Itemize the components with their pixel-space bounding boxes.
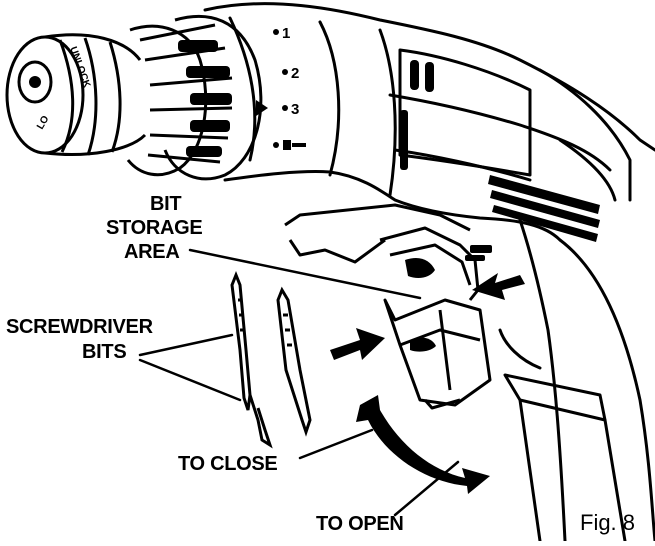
screwdriver-bit-right — [276, 286, 312, 437]
chuck-center-bore — [29, 76, 41, 88]
chuck — [5, 33, 147, 156]
clutch-pointer-icon — [256, 100, 268, 116]
bit-storage-label-line3: AREA — [124, 241, 179, 263]
clutch-grip-teeth — [178, 40, 232, 157]
to-close-leader — [298, 428, 374, 460]
bit-storage-clip — [284, 203, 492, 410]
to-close-label: TO CLOSE — [178, 453, 277, 475]
to-open-label: TO OPEN — [316, 513, 404, 535]
screwdriver-bit-left — [230, 270, 252, 411]
screwdriver-bits-label-line2: BITS — [82, 341, 126, 363]
bit-storage-leader — [188, 248, 422, 300]
push-arrow-icon — [472, 273, 525, 300]
housing-vents — [400, 60, 600, 242]
clutch-collar — [126, 14, 263, 181]
bit-storage-label-line1: BIT — [150, 193, 181, 215]
bit-storage-details — [405, 245, 492, 352]
labels: BIT STORAGE AREA SCREWDRIVER BITS TO CLO… — [6, 193, 635, 535]
chuck-text: UNLOCK LO — [35, 45, 92, 131]
screwdriver-leader-upper — [138, 333, 234, 357]
screwdriver-bits-label-line1: SCREWDRIVER — [6, 316, 154, 338]
screwdriver-bit-small — [248, 394, 273, 449]
bit-storage-label-line2: STORAGE — [106, 217, 202, 239]
chuck-lock-text: LO — [35, 114, 52, 132]
drill-mode-icon — [283, 140, 306, 150]
clutch-settings: 1 2 3 — [256, 25, 306, 150]
screwdriver-leader-lower — [138, 358, 242, 402]
drill-body — [203, 2, 655, 543]
to-open-leader — [393, 460, 460, 517]
leader-lines — [138, 248, 460, 517]
rotation-arrow-icon — [356, 395, 490, 494]
figure-number: Fig. 8 — [580, 510, 635, 535]
clutch-setting-2: 2 — [291, 65, 299, 82]
insert-arrow-icon — [330, 328, 385, 360]
clutch-setting-1: 1 — [282, 25, 290, 42]
clutch-setting-3: 3 — [291, 101, 299, 118]
